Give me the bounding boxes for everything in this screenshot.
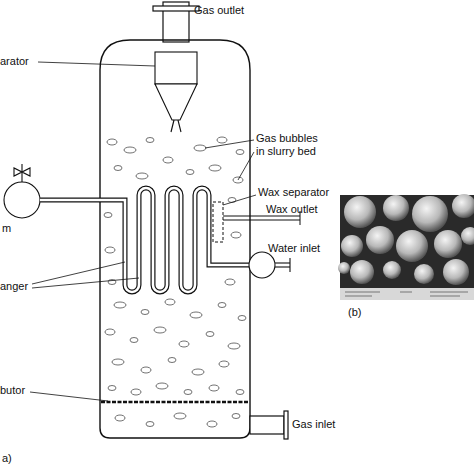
cyclone-separator (155, 52, 197, 132)
leader-line (205, 140, 254, 148)
label-text: Gas outlet (194, 4, 244, 17)
label-text: Gas inlet (292, 418, 335, 431)
leader-line (238, 152, 254, 180)
gas-outlet-pipe (153, 2, 199, 42)
leader-line (38, 62, 155, 66)
label-text: Water inlet (268, 242, 320, 255)
label-text: (b) (348, 306, 361, 319)
leader-line (32, 278, 139, 288)
label-text: arator (0, 55, 29, 68)
label-text: anger (0, 280, 28, 293)
leader-line (223, 195, 256, 205)
label-text: butor (0, 384, 25, 397)
label-text: Wax separator (258, 186, 329, 199)
leader-line (30, 392, 108, 401)
heat-exchanger-coil (40, 188, 249, 292)
label-text: Wax outlet (266, 203, 318, 216)
label-text: a) (2, 452, 12, 465)
label-text: Gas bubbles in slurry bed (256, 132, 324, 158)
steam-drum (4, 164, 40, 218)
label-text: m (2, 222, 11, 235)
sem-micrograph (338, 194, 474, 300)
gas-distributor (101, 401, 249, 404)
water-drum (249, 252, 290, 278)
gas-inlet-pipe (250, 411, 288, 439)
heat-exchanger-coil-bore (40, 188, 249, 292)
